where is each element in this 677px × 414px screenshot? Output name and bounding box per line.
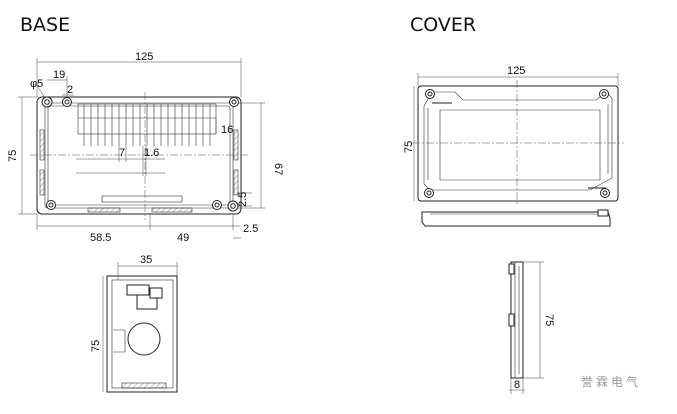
dim-rib-pitch: 7 bbox=[119, 147, 125, 159]
cover-screw-bottom-right bbox=[600, 188, 610, 198]
base-outline bbox=[36, 96, 242, 215]
right-wall-section-2 bbox=[233, 169, 239, 196]
corner-boss-bottom-right bbox=[212, 200, 222, 210]
side-notch bbox=[113, 329, 126, 353]
dim-edge-a: 2.5 bbox=[237, 192, 249, 207]
dim-inner-height: 67 bbox=[272, 163, 284, 175]
cover-title: COVER bbox=[410, 14, 476, 36]
cover-screw-top-left bbox=[425, 89, 435, 99]
watermark-text: 誉霖电气 bbox=[581, 374, 641, 389]
left-wall-section-2 bbox=[39, 169, 45, 196]
cover-front-view: 125 75 bbox=[403, 65, 624, 206]
dim-rib-depth: 16 bbox=[221, 124, 233, 136]
dim-cover-width: 125 bbox=[507, 65, 525, 77]
dim-rib-thickness: 1.6 bbox=[144, 147, 159, 159]
din-rail-ribs bbox=[77, 103, 217, 146]
dim-cover-thickness: 8 bbox=[514, 379, 520, 391]
corner-boss-top-right bbox=[229, 97, 239, 107]
cover-inner-frame bbox=[423, 91, 613, 191]
dim-hole-diameter: φ5 bbox=[30, 78, 43, 90]
base-side-view: 35 75 bbox=[90, 254, 178, 393]
corner-boss-bottom-left bbox=[46, 200, 56, 210]
dim-hole-offset: 19 bbox=[53, 69, 65, 81]
dim-side-depth: 35 bbox=[140, 254, 152, 266]
cover-edge-view bbox=[421, 209, 611, 227]
cover-panel bbox=[439, 109, 601, 181]
base-inner-wall-2 bbox=[47, 105, 231, 206]
mounting-slot bbox=[101, 195, 183, 203]
side-block-1 bbox=[126, 284, 150, 296]
dim-edge-b: 2.5 bbox=[243, 223, 258, 235]
bottom-wall-section bbox=[87, 207, 121, 213]
side-bottom-section bbox=[121, 382, 167, 389]
dim-base-height: 75 bbox=[7, 150, 19, 162]
dim-cover-side-height: 75 bbox=[543, 314, 555, 326]
dim-base-width: 125 bbox=[135, 51, 153, 63]
dim-side-height: 75 bbox=[90, 340, 102, 352]
base-front-view: 125 19 φ5 2 75 67 16 7 1.6 bbox=[7, 51, 284, 244]
base-title: BASE bbox=[20, 14, 70, 36]
dim-cover-height: 75 bbox=[403, 141, 415, 153]
base-inner-wall bbox=[44, 102, 234, 209]
cover-screw-bottom-left bbox=[424, 188, 434, 198]
dim-corner: 2 bbox=[67, 84, 73, 96]
side-block-3 bbox=[149, 287, 163, 299]
dim-mount-left: 58.5 bbox=[90, 232, 111, 244]
cover-side-view: 75 8 bbox=[508, 261, 555, 394]
cover-outline bbox=[417, 85, 619, 202]
side-outline bbox=[106, 275, 178, 393]
left-wall-section bbox=[39, 129, 45, 161]
cover-screw-top-right bbox=[599, 89, 609, 99]
dim-mount-right: 49 bbox=[177, 232, 189, 244]
corner-boss-top-left bbox=[41, 96, 53, 108]
side-circle bbox=[127, 322, 161, 356]
corner-boss-top-left-2 bbox=[62, 97, 72, 107]
bottom-wall-section-2 bbox=[151, 207, 193, 213]
right-wall-section bbox=[233, 129, 239, 161]
